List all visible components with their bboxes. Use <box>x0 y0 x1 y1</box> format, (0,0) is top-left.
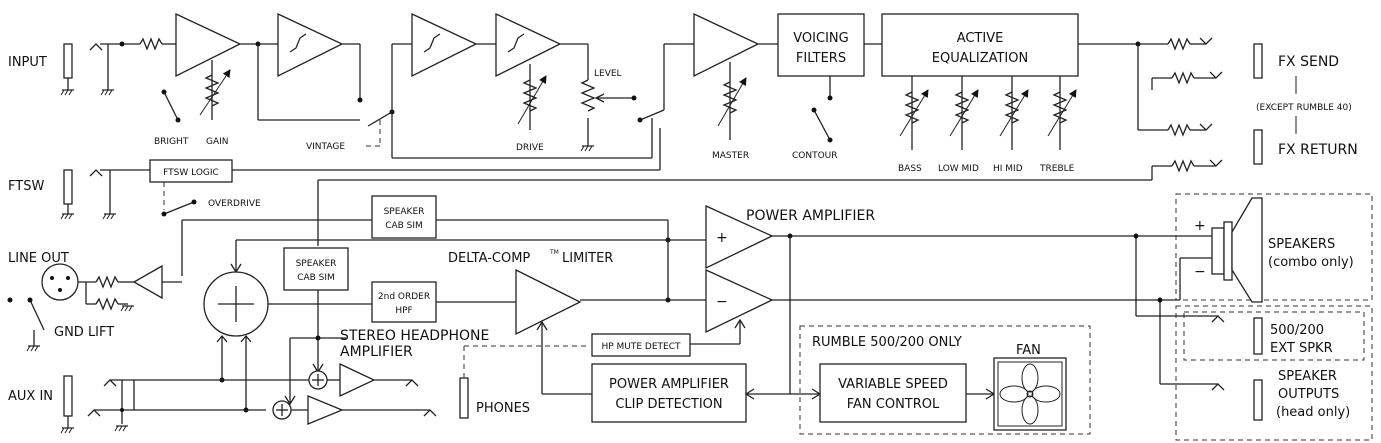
plus-sign: + <box>716 230 728 246</box>
cab-sim-top-2: CAB SIM <box>385 221 423 231</box>
ftsw-jack[interactable] <box>63 169 73 205</box>
fan-label: FAN <box>1016 343 1041 358</box>
hp-mute-box <box>591 333 691 357</box>
spk-out-label-1: SPEAKER <box>1278 369 1337 384</box>
fan-ctrl-label-2: FAN CONTROL <box>847 397 940 412</box>
voicing-label-2: FILTERS <box>796 51 846 66</box>
treble-label: TREBLE <box>1039 164 1075 174</box>
level-label: LEVEL <box>594 69 622 79</box>
gain-label: GAIN <box>206 137 229 147</box>
clip-label-1: POWER AMPLIFIER <box>609 377 729 392</box>
fx-except-label: (EXCEPT RUMBLE 40) <box>1256 103 1352 113</box>
power-amp-minus <box>705 268 774 334</box>
master-label: MASTER <box>712 151 749 161</box>
fan-ctrl-label-1: VARIABLE SPEED <box>838 377 948 392</box>
contour-label: CONTOUR <box>792 151 838 161</box>
voicing-label-1: VOICING <box>793 31 848 46</box>
input-jack[interactable] <box>63 43 73 79</box>
speaker-minus: − <box>1194 264 1206 280</box>
cab-sim-top-1: SPEAKER <box>384 207 425 217</box>
aux-in-jack[interactable] <box>63 375 73 417</box>
clip-detection-box <box>591 363 747 423</box>
minus-sign: − <box>716 294 728 310</box>
fx-return-label: FX RETURN <box>1278 142 1358 158</box>
power-amp-label: POWER AMPLIFIER <box>746 208 875 224</box>
cab-sim-bot-2: CAB SIM <box>297 273 335 283</box>
limiter-label: LIMITER <box>562 251 613 266</box>
fx-send-label: FX SEND <box>1278 54 1339 70</box>
ftsw-logic-label: FTSW LOGIC <box>163 168 219 178</box>
overdrive-label: OVERDRIVE <box>208 199 261 209</box>
ftsw-label: FTSW <box>8 179 44 194</box>
fx-return-jack[interactable] <box>1253 129 1263 165</box>
active-label-1: ACTIVE <box>957 31 1004 46</box>
cab-sim-bottom <box>283 247 349 291</box>
hi-mid-label: HI MID <box>993 164 1023 174</box>
stereo-hp-label-1: STEREO HEADPHONE <box>340 328 489 344</box>
active-eq-box <box>881 13 1079 77</box>
hp-mute-label: HP MUTE DETECT <box>601 342 681 352</box>
gnd-lift-label: GND LIFT <box>54 325 114 340</box>
line-out-label: LINE OUT <box>8 251 69 266</box>
input-label: INPUT <box>8 55 47 70</box>
eq-pots <box>899 76 1077 150</box>
head-only-label: (head only) <box>1276 405 1350 420</box>
stereo-hp-label-2: AMPLIFIER <box>340 344 413 360</box>
bright-label: BRIGHT <box>154 137 189 147</box>
preamp-triangle <box>175 12 242 78</box>
phones-jack[interactable] <box>459 377 469 419</box>
hpf-label-2: HPF <box>395 306 412 316</box>
speakers-label: SPEAKERS <box>1268 237 1335 252</box>
voicing-filters-box <box>777 13 865 77</box>
combo-only-label: (combo only) <box>1268 255 1354 270</box>
limiter-triangle <box>515 268 582 336</box>
hpf-box <box>371 281 437 323</box>
spk-out-label-2: OUTPUTS <box>1278 387 1339 402</box>
phones-label: PHONES <box>476 401 530 416</box>
delta-comp-label: DELTA-COMP <box>448 251 530 266</box>
fan-control-box <box>819 363 967 423</box>
cab-sim-bot-1: SPEAKER <box>296 259 337 269</box>
drive-label: DRIVE <box>516 143 544 153</box>
rumble-only-label: RUMBLE 500/200 ONLY <box>812 335 962 350</box>
fx-send-jack[interactable] <box>1253 43 1263 79</box>
fan-blades-icon <box>999 363 1061 425</box>
cab-sim-top <box>371 195 437 239</box>
xlr-jack[interactable] <box>41 263 79 301</box>
tm-label: TM <box>549 249 559 256</box>
hpf-label-1: 2nd ORDER <box>378 292 430 302</box>
ext-spkr-label-1: 500/200 <box>1270 323 1324 338</box>
vintage-label: VINTAGE <box>306 142 345 152</box>
power-amp-plus <box>705 204 774 270</box>
bass-label: BASS <box>898 164 922 174</box>
clip-label-2: CLIP DETECTION <box>615 397 722 412</box>
ext-spkr-jack[interactable] <box>1253 317 1263 355</box>
aux-in-label: AUX IN <box>8 389 53 404</box>
speaker-cone-icon <box>1231 197 1263 303</box>
active-label-2: EQUALIZATION <box>932 51 1028 66</box>
speaker-plus: + <box>1194 218 1206 234</box>
ftsw-logic-box <box>149 159 233 183</box>
fan-icon <box>993 357 1067 431</box>
ext-spkr-label-2: EXT SPKR <box>1270 341 1333 356</box>
speaker-output-jack[interactable] <box>1253 379 1263 421</box>
low-mid-label: LOW MID <box>938 164 979 174</box>
